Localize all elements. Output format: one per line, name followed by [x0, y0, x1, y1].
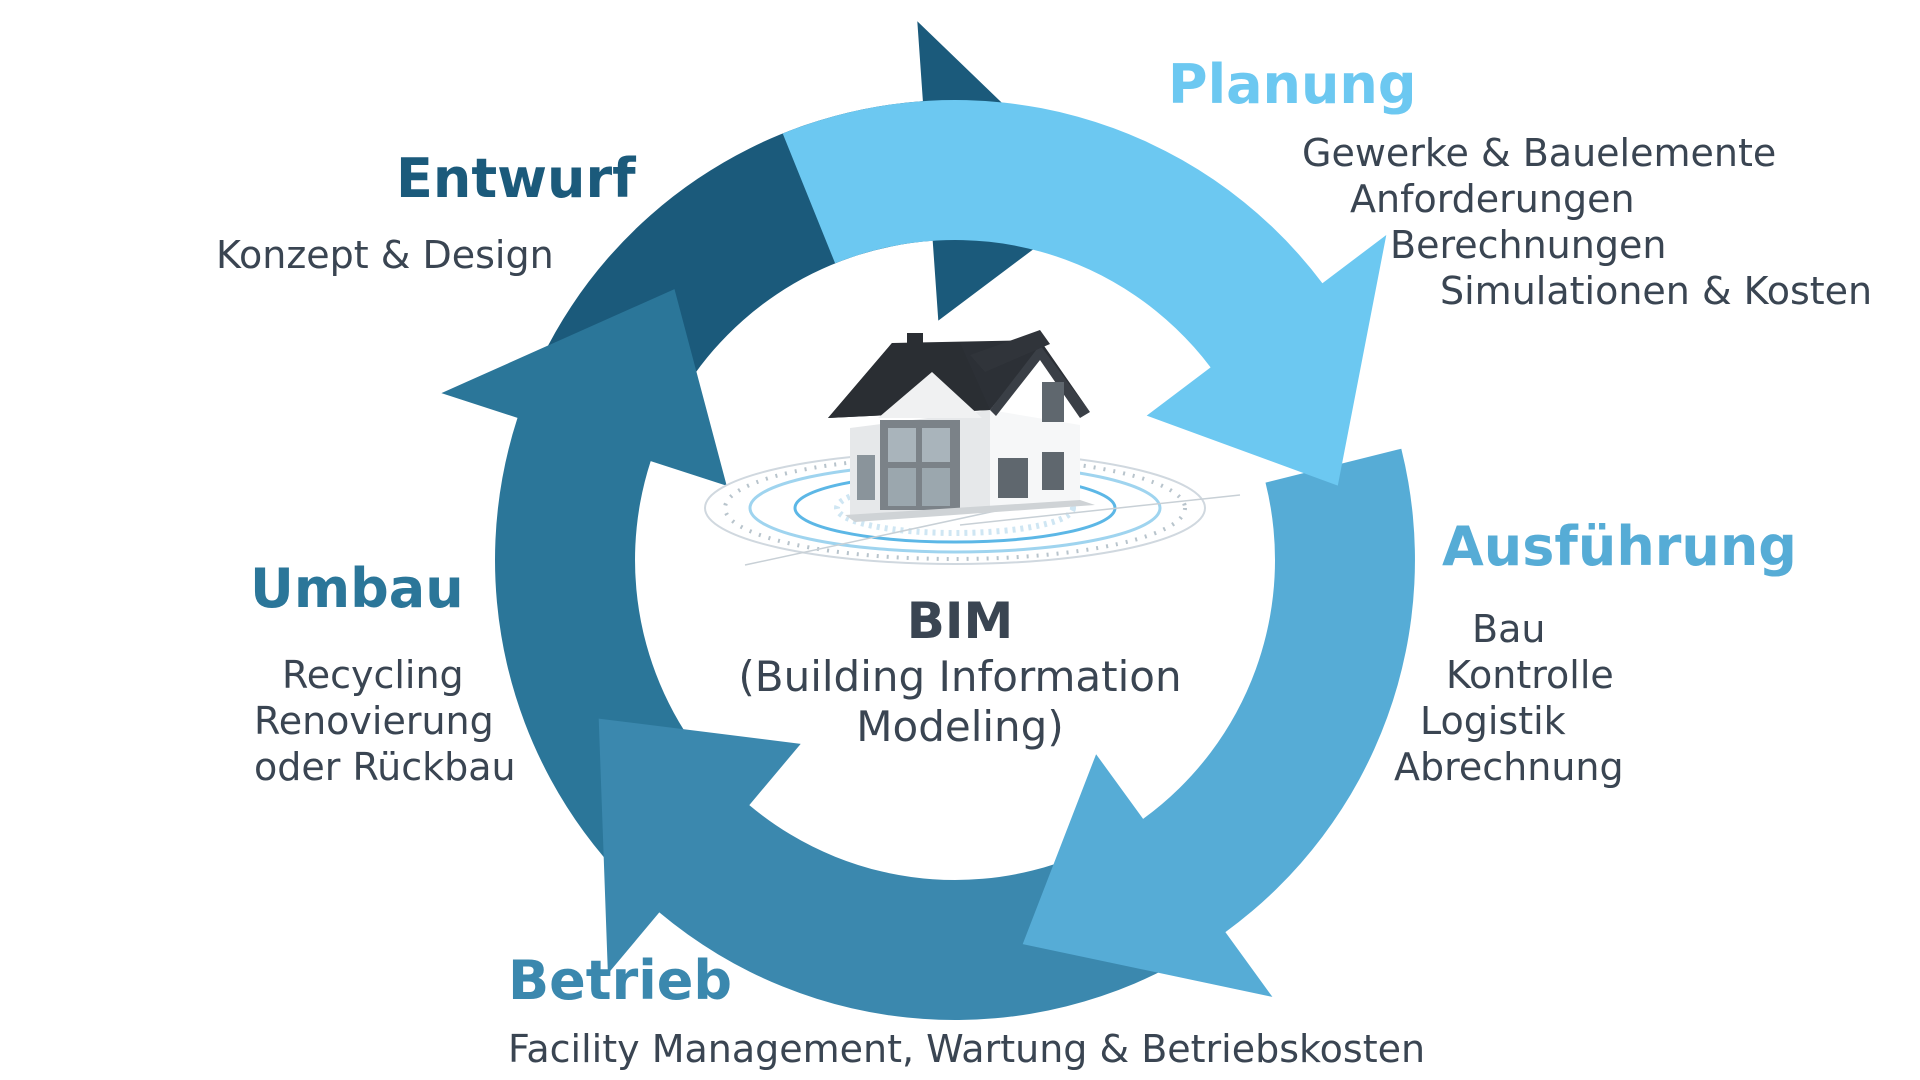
center-title: BIM [906, 592, 1014, 650]
phase-item-planung-4: Simulationen & Kosten [1440, 269, 1873, 313]
phase-item-umbau-1: Recycling [282, 653, 464, 697]
phase-title-planung: Planung [1168, 53, 1417, 116]
house-icon [704, 330, 1241, 566]
cycle-arrows [441, 21, 1415, 1021]
phase-title-ausfuehrung: Ausführung [1442, 515, 1797, 578]
phase-item-umbau-2: Renovierung [254, 699, 494, 743]
phase-item-planung-1: Gewerke & Bauelemente [1302, 131, 1777, 175]
phase-title-umbau: Umbau [250, 557, 464, 620]
phase-item-betrieb-1: Facility Management, Wartung & Betriebsk… [508, 1027, 1426, 1071]
phase-item-ausfuehrung-1: Bau [1472, 607, 1546, 651]
phase-item-entwurf-1: Konzept & Design [216, 233, 554, 277]
center-subtitle-line2: Modeling) [856, 702, 1064, 751]
phase-item-planung-3: Berechnungen [1390, 223, 1667, 267]
phase-item-planung-2: Anforderungen [1350, 177, 1635, 221]
phase-title-betrieb: Betrieb [508, 949, 733, 1012]
phase-item-ausfuehrung-2: Kontrolle [1446, 653, 1614, 697]
cycle-arrow-ausfuehrung [1022, 448, 1415, 997]
phase-item-ausfuehrung-4: Abrechnung [1394, 745, 1624, 789]
phase-title-entwurf: Entwurf [396, 147, 636, 210]
center-subtitle-line1: (Building Information [738, 652, 1182, 701]
cycle-arrow-planung [782, 100, 1387, 486]
phase-item-umbau-3: oder Rückbau [254, 745, 516, 789]
phase-item-ausfuehrung-3: Logistik [1420, 699, 1566, 743]
